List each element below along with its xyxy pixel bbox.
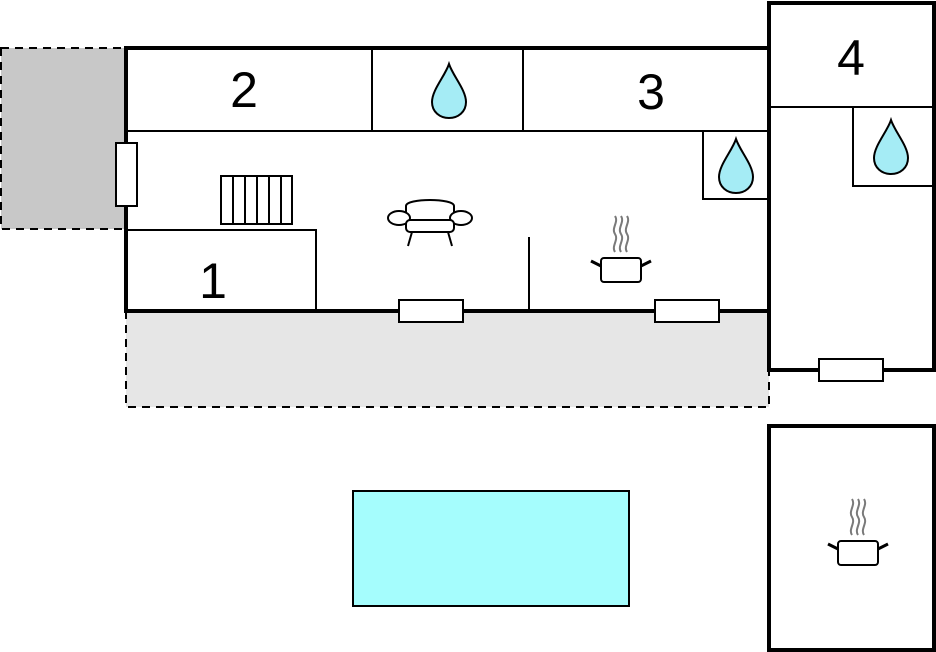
- annex-bath-walls: [852, 107, 934, 187]
- room-4-label: 4: [837, 30, 865, 86]
- wc-walls: [702, 131, 769, 200]
- swimming-pool: [352, 490, 630, 607]
- outbuilding: [0, 47, 126, 230]
- window-icon: [818, 358, 884, 382]
- room-2-label: 2: [230, 62, 258, 118]
- room-1-label: 1: [199, 253, 227, 309]
- window-icon: [398, 299, 464, 323]
- window-icon: [115, 142, 138, 207]
- room-1-walls: [126, 229, 317, 311]
- window-icon: [654, 299, 720, 323]
- sofa-icon: [387, 199, 473, 247]
- outdoor-kitchen-building: [767, 424, 936, 652]
- terrace: [125, 310, 770, 408]
- room-3-label: 3: [637, 64, 665, 120]
- radiator-icon: [220, 175, 293, 225]
